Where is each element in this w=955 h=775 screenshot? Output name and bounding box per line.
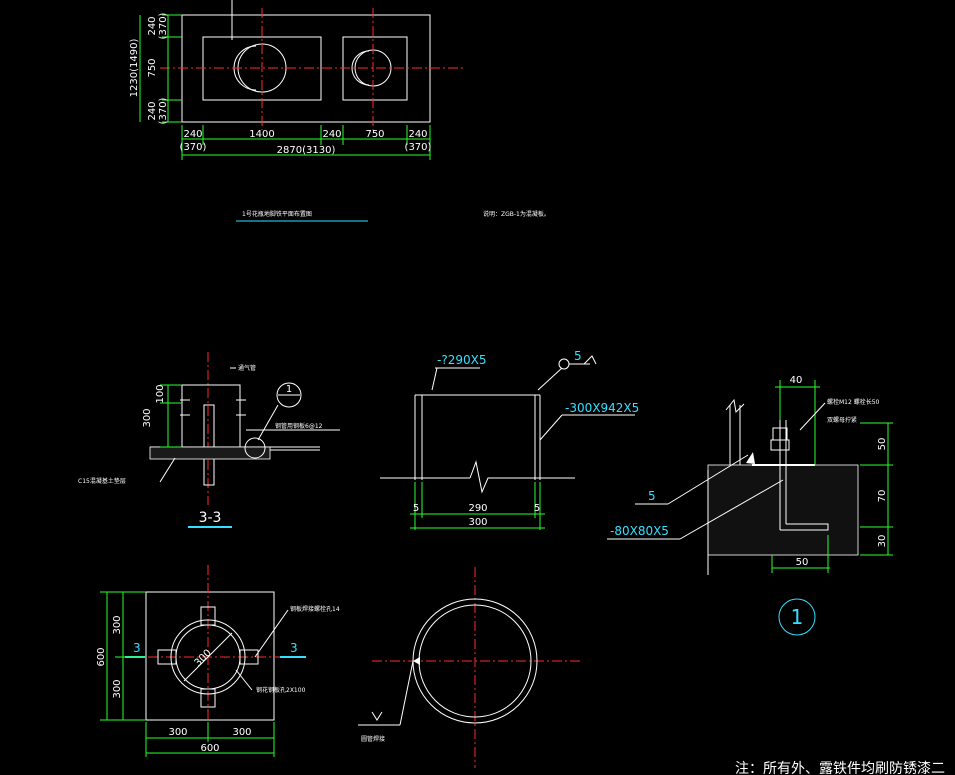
plan-bottom-dim-1400: 1400 bbox=[249, 129, 274, 140]
section-title: 3-3 bbox=[199, 510, 222, 526]
elevation-dim-5a: 5 bbox=[413, 503, 419, 514]
plan-base-dim-600-bottom: 600 bbox=[200, 743, 219, 754]
elevation-dim-5b: 5 bbox=[534, 503, 540, 514]
section-dim-100: 100 bbox=[155, 384, 166, 403]
section-3-3: 100 300 通气管 1 钢管用钢板6@12 C15混凝基土垫层 3-3 bbox=[78, 352, 340, 528]
detail-bolt-label: 螺栓M12 螺栓长50 bbox=[827, 398, 880, 406]
plan-base-dim-300-bot: 300 bbox=[112, 679, 123, 698]
plan-base-section-right: 3 bbox=[290, 641, 298, 655]
plan-bottom-dim-240-b: 240 bbox=[322, 129, 341, 140]
detail-weld-5: 5 bbox=[648, 489, 656, 503]
section-base-label: C15混凝基土垫层 bbox=[78, 477, 126, 485]
section-steel-label: 钢管用钢板6@12 bbox=[275, 422, 323, 430]
detail-dim-40: 40 bbox=[790, 375, 803, 386]
detail-ref: 1 bbox=[791, 605, 804, 629]
plan-base-hole-label: 钢花钢板孔2X100 bbox=[256, 686, 306, 694]
plan-bottom-dim-370-c: (370) bbox=[405, 142, 432, 153]
detail-1: 40 螺栓M12 螺栓长50 双螺母拧紧 50 70 30 50 5 -80X8… bbox=[607, 375, 893, 636]
plan-base-plate-label: 钢板焊接螺栓孔14 bbox=[290, 605, 340, 613]
detail-dim-70: 70 bbox=[877, 490, 888, 503]
plan-dim-240-top: 240 bbox=[147, 16, 158, 35]
detail-dim-50-bottom: 50 bbox=[796, 557, 809, 568]
plan-bottom-dim-total: 2870(3130) bbox=[277, 145, 336, 156]
plan-base-section-left: 3 bbox=[133, 641, 141, 655]
plan-dim-370-bot: (370) bbox=[158, 97, 169, 124]
plan-base-view: 300 3 3 钢板焊接螺栓孔14 钢花钢板孔2X100 300 300 600… bbox=[96, 565, 340, 757]
plan-base-dim-300-top: 300 bbox=[112, 615, 123, 634]
elevation-view: -?290X5 5 -300X942X5 5 290 5 300 bbox=[380, 349, 639, 530]
plan-dim-240-bot: 240 bbox=[147, 101, 158, 120]
ring-detail: 圆管焊接 bbox=[358, 567, 582, 768]
plan-caption: 1号花瓶地脚铁平面布置图 bbox=[242, 210, 312, 218]
detail-dim-50-right: 50 bbox=[877, 438, 888, 451]
elevation-weld-size: 5 bbox=[574, 349, 582, 363]
plan-dim-370-top: (370) bbox=[158, 12, 169, 39]
plan-bottom-dim-370-a: (370) bbox=[180, 142, 207, 153]
elevation-dim-290: 290 bbox=[468, 503, 487, 514]
section-label-top: 通气管 bbox=[238, 364, 256, 372]
elevation-side-plate: -300X942X5 bbox=[565, 401, 639, 415]
plan-caption-note: 说明：ZGB-1为混凝板。 bbox=[483, 210, 550, 218]
detail-angle: -80X80X5 bbox=[610, 524, 669, 538]
ring-label: 圆管焊接 bbox=[361, 735, 385, 743]
plan-bottom-dim-240-c: 240 bbox=[408, 129, 427, 140]
plan-dim-750: 750 bbox=[147, 58, 158, 77]
top-plan-view: 240 (370) 750 240 (370) 1230(1490) 240 (… bbox=[129, 0, 465, 160]
detail-nut-label: 双螺母拧紧 bbox=[827, 416, 857, 424]
plan-bottom-dim-240-a: 240 bbox=[183, 129, 202, 140]
plan-base-dim-300-b: 300 bbox=[232, 727, 251, 738]
section-callout-ref: 1 bbox=[286, 384, 292, 395]
plan-base-dim-300-a: 300 bbox=[168, 727, 187, 738]
elevation-top-plate: -?290X5 bbox=[437, 353, 486, 367]
plan-base-dim-600-left: 600 bbox=[96, 647, 107, 666]
section-dim-300: 300 bbox=[142, 408, 153, 427]
footer-note: 注：所有外、露铁件均刷防锈漆二 bbox=[735, 761, 945, 775]
plan-dim-total-vert: 1230(1490) bbox=[129, 39, 140, 98]
elevation-dim-300: 300 bbox=[468, 517, 487, 528]
plan-base-diameter: 300 bbox=[193, 648, 214, 669]
plan-bottom-dim-750: 750 bbox=[365, 129, 384, 140]
detail-dim-30: 30 bbox=[877, 535, 888, 548]
